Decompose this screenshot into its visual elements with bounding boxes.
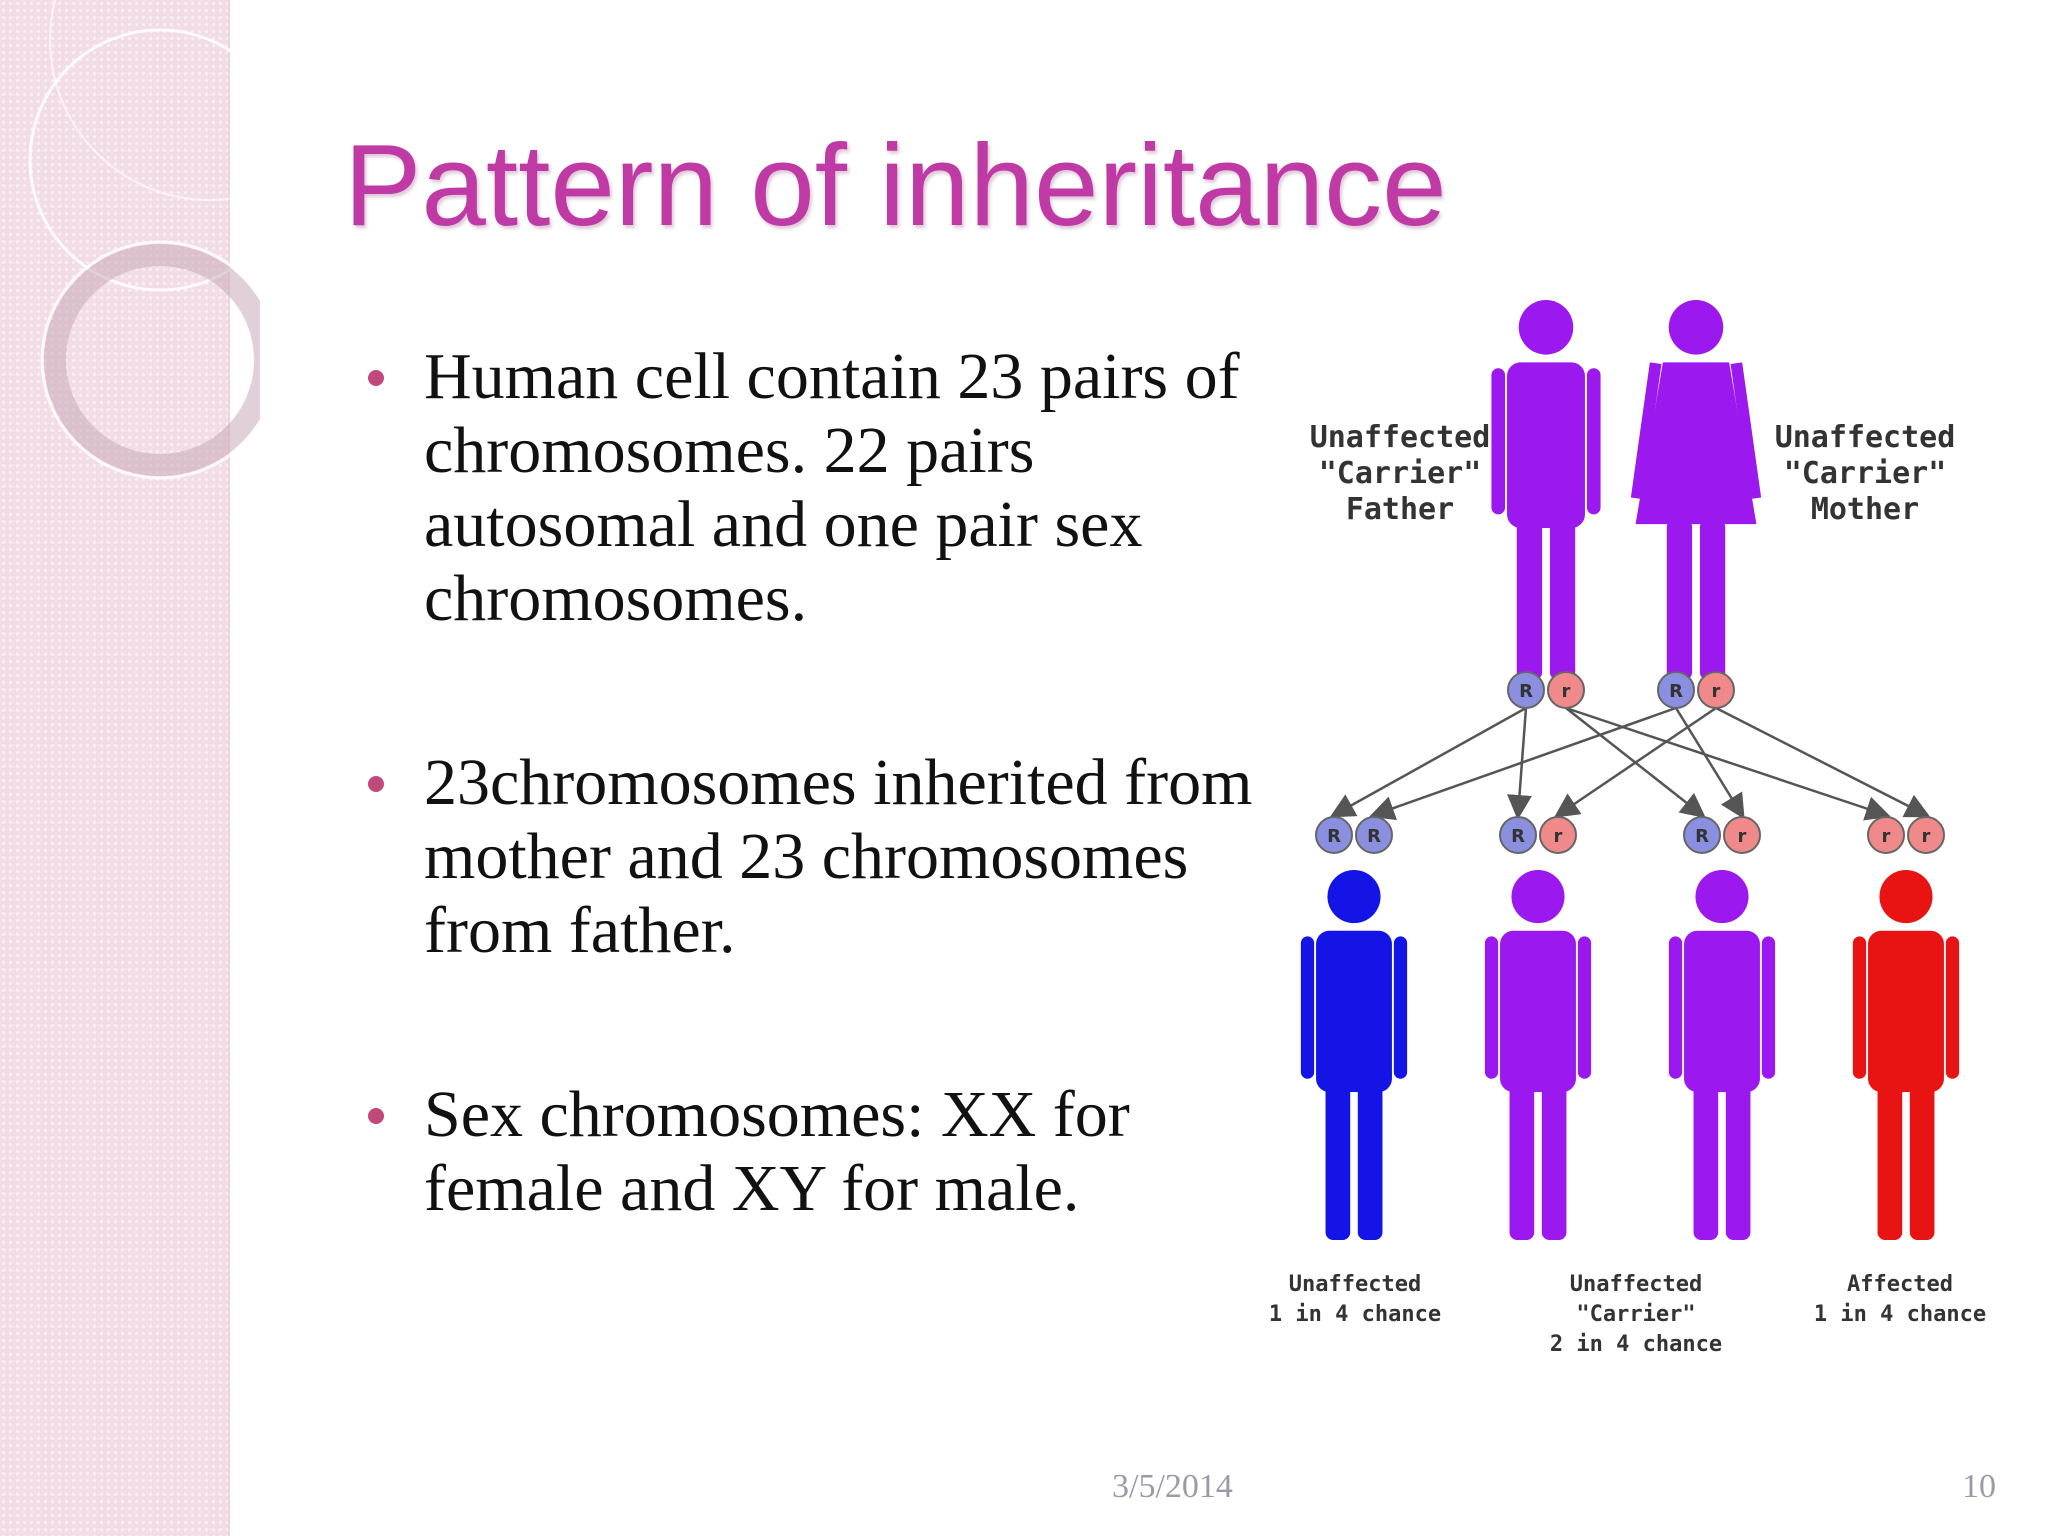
footer-date: 3/5/2014	[1112, 1468, 1233, 1505]
child-figure-icon	[1484, 870, 1592, 1240]
svg-text:R: R	[1519, 681, 1533, 702]
inheritance-arrow	[1553, 706, 1717, 818]
mother-figure-icon	[1630, 300, 1762, 680]
dominant-allele-icon: R	[1315, 816, 1353, 854]
recessive-allele-icon: r	[1723, 816, 1761, 854]
dominant-allele-icon: R	[1657, 671, 1695, 709]
child-figure-icon	[1300, 870, 1408, 1240]
page-number: 10	[1962, 1468, 1996, 1505]
bullet-item: Sex chromosomes: XX for female and XY fo…	[360, 1078, 1260, 1226]
dominant-allele-icon: R	[1499, 816, 1537, 854]
svg-text:r: r	[1738, 826, 1747, 847]
outcome-label-affected: Affected 1 in 4 chance	[1813, 1272, 1987, 1327]
recessive-allele-icon: r	[1539, 816, 1577, 854]
dominant-allele-icon: R	[1355, 816, 1393, 854]
dominant-allele-icon: R	[1507, 671, 1545, 709]
inheritance-arrow	[1565, 707, 1706, 819]
decorative-rings	[28, 0, 260, 480]
svg-text:r: r	[1554, 826, 1563, 847]
svg-text:R: R	[1669, 681, 1683, 702]
bullet-list: Human cell contain 23 pairs of chromosom…	[360, 340, 1260, 1336]
svg-text:R: R	[1327, 826, 1341, 847]
recessive-allele-icon: r	[1697, 671, 1735, 709]
inheritance-arrow	[1715, 706, 1931, 818]
child-figure-icon	[1852, 870, 1960, 1240]
bullet-text: Human cell contain 23 pairs of chromosom…	[424, 340, 1240, 635]
svg-text:r: r	[1922, 826, 1931, 847]
father-label: Unaffected "Carrier" Father	[1309, 420, 1491, 527]
child-figure-icon	[1668, 870, 1776, 1240]
outcome-label-unaffected: Unaffected 1 in 4 chance	[1268, 1272, 1442, 1327]
inheritance-arrow	[1507, 707, 1532, 820]
father-figure-icon	[1491, 300, 1601, 680]
mother-label: Unaffected "Carrier" Mother	[1774, 420, 1956, 527]
outcome-label-carrier: Unaffected "Carrier" 2 in 4 chance	[1549, 1272, 1723, 1357]
inheritance-arrow	[1329, 706, 1527, 818]
dominant-allele-icon: R	[1683, 816, 1721, 854]
svg-text:r: r	[1882, 826, 1891, 847]
bullet-dot-icon	[368, 776, 384, 792]
bullet-dot-icon	[368, 1108, 384, 1124]
inheritance-arrow	[1369, 706, 1677, 821]
bullet-dot-icon	[368, 370, 384, 386]
inheritance-arrow	[1674, 707, 1745, 820]
svg-text:r: r	[1712, 681, 1721, 702]
bullet-item: Human cell contain 23 pairs of chromosom…	[360, 340, 1260, 636]
svg-text:R: R	[1367, 826, 1381, 847]
svg-text:R: R	[1511, 826, 1525, 847]
svg-text:r: r	[1562, 681, 1571, 702]
inheritance-arrow	[1565, 706, 1891, 821]
svg-text:R: R	[1695, 826, 1709, 847]
bullet-item: 23chromosomes inherited from mother and …	[360, 746, 1260, 968]
recessive-allele-icon: r	[1547, 671, 1585, 709]
slide-title: Pattern of inheritance	[344, 120, 1447, 250]
recessive-allele-icon: r	[1867, 816, 1905, 854]
bullet-text: 23chromosomes inherited from mother and …	[424, 746, 1253, 967]
bullet-text: Sex chromosomes: XX for female and XY fo…	[424, 1078, 1130, 1225]
recessive-allele-icon: r	[1907, 816, 1945, 854]
